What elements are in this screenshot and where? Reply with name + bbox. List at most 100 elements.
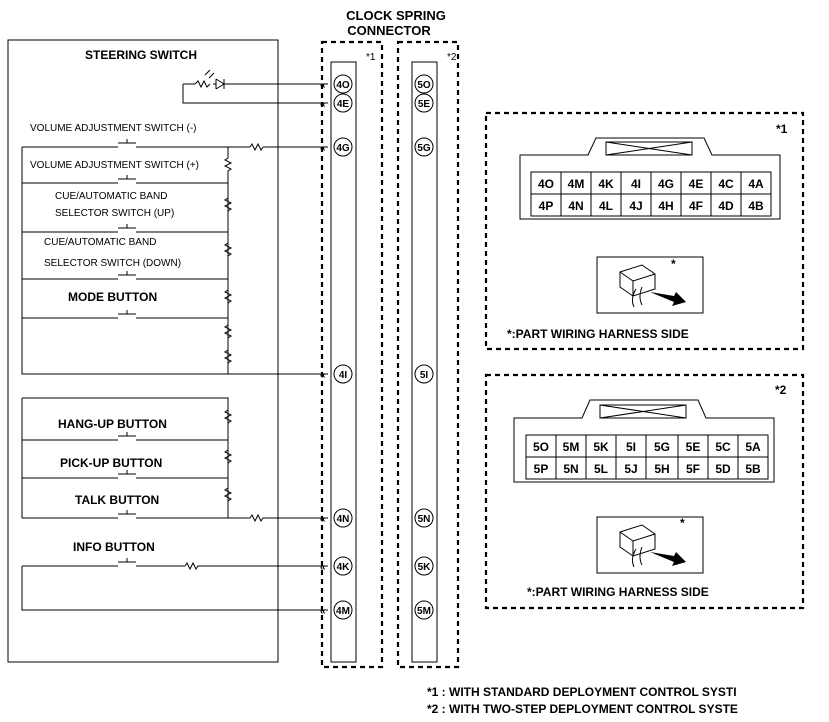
svg-text:4K: 4K [337, 562, 351, 573]
detail2-cell: 5M [563, 440, 580, 454]
pin-5g: 5G [414, 137, 434, 157]
led-resistor [194, 79, 211, 89]
detail1-note: *:PART WIRING HARNESS SIDE [507, 327, 689, 341]
label-cue-up-2: SELECTOR SWITCH (UP) [55, 208, 174, 219]
pin-4k: « 4K [320, 556, 353, 576]
detail2-tag: *2 [775, 383, 787, 397]
svg-text:«: « [320, 562, 326, 573]
switch-cue-up [118, 224, 136, 229]
svg-text:5I: 5I [420, 370, 429, 381]
label-vol-minus: VOLUME ADJUSTMENT SWITCH (-) [30, 123, 196, 134]
detail2-latch [599, 404, 687, 419]
common-rail-1 [21, 147, 328, 375]
detail2-cell: 5B [745, 462, 761, 476]
svg-text:5G: 5G [417, 143, 431, 154]
detail2-star: * [680, 516, 685, 530]
detail1-cell: 4J [629, 199, 642, 213]
detail1-latch-x [605, 141, 693, 156]
svg-text:4G: 4G [336, 143, 350, 154]
wire-to-4m [21, 566, 328, 611]
connector-right-tag: *2 [447, 52, 457, 63]
svg-text:«: « [320, 514, 326, 525]
detail1-cell: 4K [598, 177, 614, 191]
resistor-main-top [249, 142, 264, 152]
detail1-connector-housing [519, 137, 781, 220]
label-vol-plus: VOLUME ADJUSTMENT SWITCH (+) [30, 160, 199, 171]
svg-text:«: « [320, 80, 326, 91]
detail2-cell: 5C [715, 440, 731, 454]
svg-text:«: « [320, 99, 326, 110]
detail1-cell: 4A [748, 177, 764, 191]
label-pick-up: PICK-UP BUTTON [60, 456, 162, 470]
pin-5i: 5I [414, 364, 434, 384]
detail1-cell: 4N [568, 199, 583, 213]
pin-4i: « 4I [320, 364, 353, 384]
wire-to-4k [184, 561, 328, 571]
svg-text:4I: 4I [339, 370, 348, 381]
connector-left-tag: *1 [366, 52, 376, 63]
connector-right-pins: 5O 5E 5G 5I 5N 5K 5M [414, 74, 434, 620]
detail2-cell: 5P [534, 462, 549, 476]
svg-text:4E: 4E [337, 99, 350, 110]
detail1-cell: 4P [539, 199, 554, 213]
pin-5n: 5N [414, 508, 434, 528]
detail1-cell: 4C [718, 177, 734, 191]
switch-pick-up [118, 470, 136, 475]
header-line2: CONNECTOR [347, 23, 431, 38]
detail1-latch [605, 141, 693, 156]
detail1-cell: 4O [538, 177, 554, 191]
connector-right-body [411, 61, 438, 663]
wire-to-4n [249, 513, 328, 523]
detail2-harness-icon [596, 516, 704, 574]
pin-5e: 5E [414, 93, 434, 113]
detail2-cell: 5F [686, 462, 700, 476]
detail1-tag: *1 [776, 122, 788, 136]
detail2-cell: 5H [654, 462, 669, 476]
svg-text:«: « [320, 143, 326, 154]
label-info: INFO BUTTON [73, 540, 155, 554]
switch-hang-up [118, 432, 136, 437]
led-rays [204, 69, 215, 79]
resistor-ladder-steps [223, 197, 233, 364]
label-mode: MODE BUTTON [68, 290, 157, 304]
connector-left-pins: «4O «4E «4G «4I «4N «4K «4M [320, 74, 353, 620]
detail1-cell: 4I [631, 177, 641, 191]
pin-4n: « 4N [320, 508, 353, 528]
header-line1: CLOCK SPRING [346, 8, 446, 23]
connector-left-box [320, 40, 384, 669]
detail1-cell: 4F [689, 199, 703, 213]
svg-text:«: « [320, 370, 326, 381]
detail2-cell: 5E [686, 440, 701, 454]
pin-5k: 5K [414, 556, 434, 576]
detail2-box [484, 373, 805, 610]
detail2-latch-x [599, 404, 687, 419]
detail2-cell: 5N [563, 462, 578, 476]
pin-5o: 5O [414, 74, 434, 94]
svg-text:4N: 4N [337, 514, 350, 525]
footnote-1: *1 : WITH STANDARD DEPLOYMENT CONTROL SY… [427, 685, 737, 699]
led-return [182, 84, 328, 104]
switch-vol-minus [118, 139, 136, 144]
led-diode [213, 78, 328, 90]
footnote-2: *2 : WITH TWO-STEP DEPLOYMENT CONTROL SY… [427, 702, 738, 716]
svg-text:4O: 4O [336, 80, 350, 91]
detail2-cell: 5K [593, 440, 609, 454]
svg-text:«: « [320, 606, 326, 617]
detail2-grid: 5O 5M 5K 5I 5G 5E 5C 5A 5P 5N 5L 5J 5H 5… [525, 434, 769, 480]
detail2-connector-housing [513, 399, 775, 483]
label-talk: TALK BUTTON [75, 493, 159, 507]
svg-text:5K: 5K [418, 562, 432, 573]
detail1-cell: 4E [689, 177, 704, 191]
svg-text:5M: 5M [417, 606, 431, 617]
detail2-cell: 5D [715, 462, 731, 476]
detail1-cell: 4B [748, 199, 764, 213]
detail2-cell: 5J [624, 462, 637, 476]
svg-text:5O: 5O [417, 80, 431, 91]
resistor-ladder-1 [223, 147, 233, 374]
switch-talk [118, 510, 136, 515]
switch-info [118, 558, 136, 563]
pin-4o: « 4O [320, 74, 353, 94]
pin-4e: « 4E [320, 93, 353, 113]
detail2-cell: 5L [594, 462, 608, 476]
